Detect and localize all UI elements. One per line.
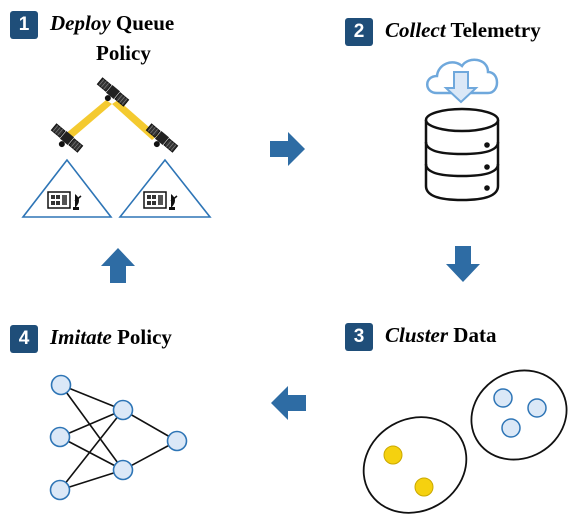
arrow-up [101,248,135,283]
step-1-title: 1 Deploy Queue [10,10,175,40]
step-1-badge: 1 [10,11,38,40]
hidden-node [112,399,134,421]
step-1-title-line2: Policy [96,41,151,65]
output-node [166,430,188,452]
hidden-node [112,459,134,481]
cluster-ellipse-icon [470,369,568,461]
step-4-badge: 4 [10,325,38,354]
step-4-emph: Imitate [50,325,112,349]
step-3-emph: Cluster [385,323,449,347]
database-icon [424,107,500,202]
blue-point [493,388,513,408]
neural-network-icon [59,384,178,491]
step-1-rest: Queue [115,11,175,35]
step-4-rest: Policy [117,325,172,349]
step-3-title: 3 Cluster Data [345,322,497,352]
step-2-badge: 2 [345,18,373,47]
step-2-emph: Collect [385,18,446,42]
yellow-point [383,445,403,465]
blue-point [501,418,521,438]
step-2-rest: Telemetry [450,18,541,42]
blue-point [527,398,547,418]
arrow-right [270,132,305,166]
arrow-left [271,386,306,420]
step-1-emph: Deploy [50,11,111,35]
satellite-network [21,76,212,218]
step-3-badge: 3 [345,323,373,352]
step-3-rest: Data [453,323,497,347]
input-node [50,374,72,396]
step-4-title: 4 Imitate Policy [10,324,172,354]
coverage-triangle-left [21,158,113,218]
arrow-down [446,246,480,282]
coverage-triangle-right [118,158,212,218]
satellite-icon [92,76,130,112]
input-node [49,479,71,501]
cloud-download-icon [426,58,499,104]
neural-network-nodes [49,374,188,501]
yellow-point [414,477,434,497]
beam-left [64,100,112,140]
step-2-title: 2 Collect Telemetry [345,17,541,47]
cluster-ellipse-icon [362,416,468,514]
satellite-icon [141,122,179,158]
input-node [49,426,71,448]
